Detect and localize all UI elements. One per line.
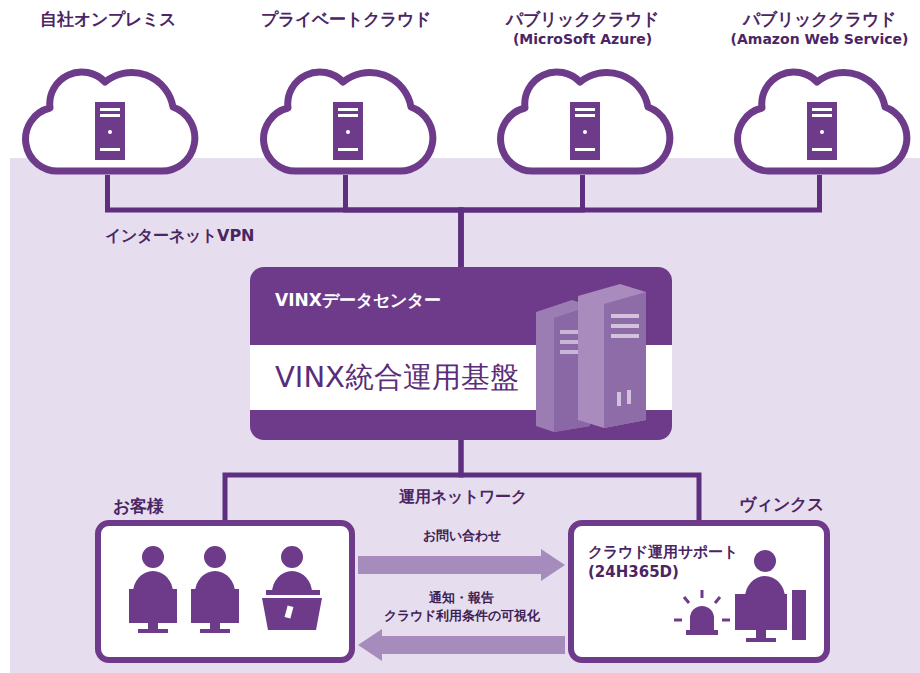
network-line	[461, 440, 699, 520]
node-title: ヴィンクス	[739, 493, 824, 516]
cloud-outline	[15, 60, 200, 175]
cloud-node: パブリッククラウド(Amazon Web Service)	[727, 60, 912, 175]
datacenter-box: VINXデータセンター VINX統合運用基盤	[250, 267, 672, 440]
network-line	[461, 175, 820, 267]
cloud-node: 自社オンプレミス	[15, 60, 200, 175]
node-text: (Amazon Web Service)	[731, 31, 909, 47]
network-line	[108, 175, 462, 267]
network-label: インターネットVPN	[105, 226, 255, 247]
node-title: 自社オンプレミス	[40, 8, 176, 31]
server-icon	[807, 102, 837, 160]
vinx-box: ヴィンクスクラウド運用サポート (24H365D)	[568, 520, 830, 663]
flow-arrow	[358, 549, 565, 581]
network-line	[461, 175, 583, 267]
datacenter-server-icon	[536, 284, 646, 432]
cloud-node: パブリッククラウド(MicroSoft Azure)	[490, 60, 675, 175]
server-icon	[95, 102, 125, 160]
server-icon	[333, 102, 363, 160]
network-line	[346, 175, 462, 267]
node-title: VINX統合運用基盤	[275, 358, 519, 398]
service-area	[10, 158, 920, 673]
network-line	[225, 440, 461, 520]
node-title: パブリッククラウド	[506, 8, 659, 31]
cloud-outline	[490, 60, 675, 175]
cloud-outline	[727, 60, 912, 175]
customer-illustration	[129, 546, 322, 633]
node-text: (MicroSoft Azure)	[513, 31, 652, 47]
flow-arrow	[358, 629, 565, 661]
server-icon	[570, 102, 600, 160]
cloud-outline	[253, 60, 438, 175]
node-title: プライベートクラウド	[261, 8, 431, 31]
arrow-label: 通知・報告 クラウド利用条件の可視化	[358, 589, 565, 625]
platform-band: VINX統合運用基盤	[250, 345, 672, 410]
customer-box: お客様	[95, 520, 355, 663]
node-title: パブリッククラウド	[743, 8, 896, 31]
network-label: 運用ネットワーク	[399, 487, 527, 508]
node-text: クラウド運用サポート (24H365D)	[588, 542, 758, 583]
operator-illustration	[674, 550, 806, 642]
node-title: VINXデータセンター	[275, 289, 441, 312]
node-title: お客様	[113, 495, 164, 518]
arrow-label: お問い合わせ	[358, 527, 565, 545]
cloud-node: プライベートクラウド	[253, 60, 438, 175]
